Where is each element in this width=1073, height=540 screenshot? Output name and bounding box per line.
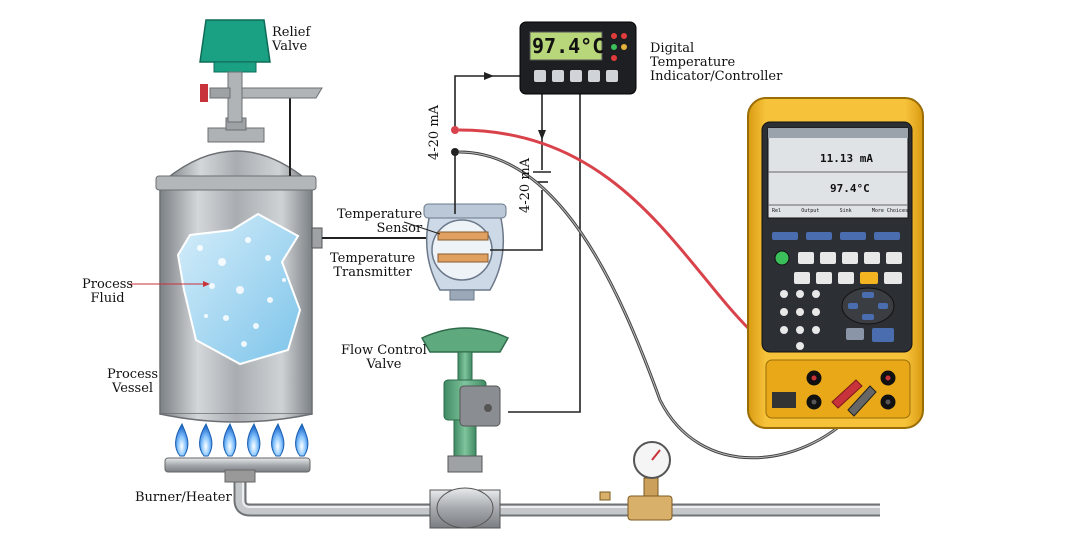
digital-indicator-label: Digital Temperature Indicator/Controller bbox=[650, 41, 783, 84]
softkey-label: Sink bbox=[839, 208, 852, 214]
pressure-gauge bbox=[599, 441, 673, 521]
process-fluid bbox=[176, 212, 302, 366]
indicator-display bbox=[529, 31, 603, 61]
current-loop-label-2: 4-20 mA bbox=[518, 157, 533, 213]
sensor-pointer bbox=[403, 221, 441, 235]
temperature-transmitter bbox=[423, 203, 507, 301]
flow-control-valve bbox=[420, 327, 510, 529]
arrow-icon bbox=[484, 72, 546, 140]
process-pipe bbox=[233, 470, 880, 517]
burner-heater bbox=[164, 422, 311, 483]
calibrator-screen bbox=[767, 127, 909, 219]
temperature-transmitter-label: Temperature Transmitter bbox=[330, 251, 416, 280]
indicator-reading: 97.4°C bbox=[532, 34, 605, 58]
relief-valve bbox=[199, 19, 323, 123]
process-calibrator bbox=[747, 97, 924, 429]
softkey-label: Output bbox=[801, 208, 820, 214]
softkey-label: More Choices bbox=[871, 208, 908, 214]
calibrator-temperature-reading: 97.4°C bbox=[830, 182, 870, 195]
temperature-sensor-label: Temperature Sensor bbox=[337, 207, 423, 236]
current-loop-label: 4-20 mA bbox=[427, 104, 442, 160]
loop-wiring bbox=[454, 75, 581, 413]
softkey-label: Rel bbox=[772, 208, 782, 214]
calibrator-softkeys: Rel Output Sink More Choices bbox=[772, 208, 908, 214]
burner-heater-label: Burner/Heater bbox=[135, 490, 232, 505]
black-terminal bbox=[451, 148, 459, 156]
temperature-sensor bbox=[311, 227, 440, 249]
calibrator-current-reading: 11.13 mA bbox=[820, 152, 873, 165]
digital-indicator bbox=[519, 21, 637, 95]
red-terminal bbox=[451, 126, 459, 134]
